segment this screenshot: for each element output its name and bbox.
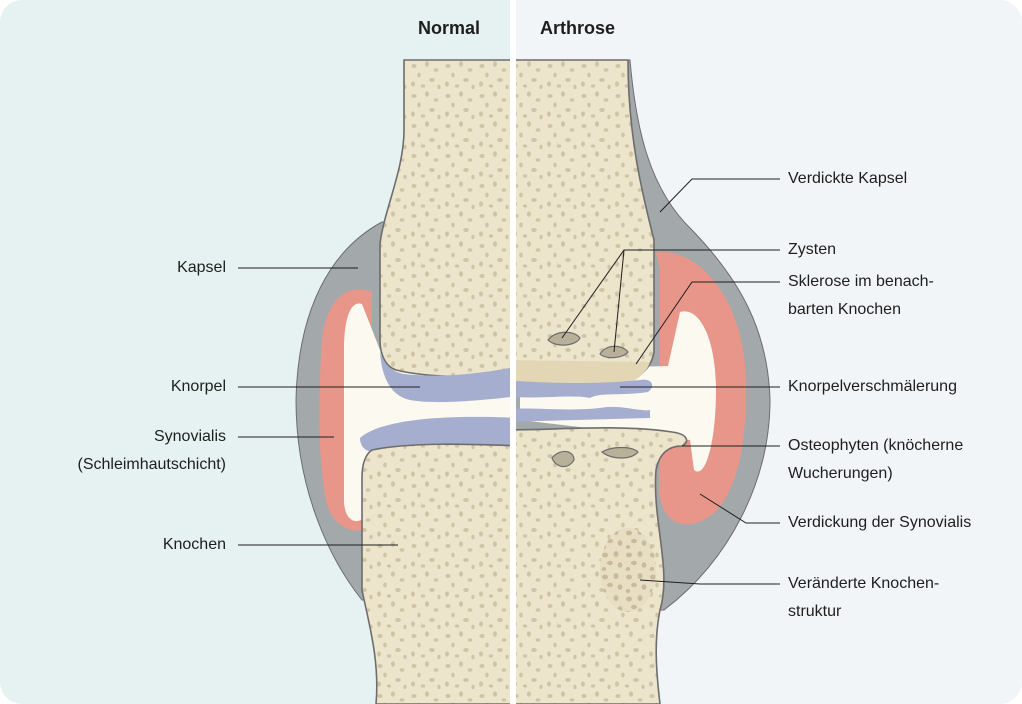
label-knorpel: Knorpel (100, 374, 226, 400)
label-veraenderte-knochenstruktur: Veränderte Knochen- (788, 571, 939, 597)
label-osteophyten-2: Wucherungen) (788, 461, 893, 487)
label-osteophyten: Osteophyten (knöcherne (788, 433, 963, 459)
label-verdickte-kapsel: Verdickte Kapsel (788, 166, 907, 192)
label-kapsel: Kapsel (100, 255, 226, 281)
header-arthrose: Arthrose (540, 18, 615, 39)
label-sklerose-2: barten Knochen (788, 297, 901, 323)
label-synovialis: Synovialis (20, 424, 226, 450)
lower-bone-normal (362, 444, 520, 704)
panel-divider (510, 0, 516, 704)
label-verdickung-synovialis: Verdickung der Synovialis (788, 510, 971, 536)
label-veraenderte-knochenstruktur-2: struktur (788, 599, 841, 625)
label-sklerose: Sklerose im benach- (788, 269, 934, 295)
label-knorpelverschmaelerung: Knorpelverschmälerung (788, 374, 957, 400)
label-knochen: Knochen (100, 532, 226, 558)
header-normal: Normal (418, 18, 480, 39)
label-zysten: Zysten (788, 237, 836, 263)
label-synovialis-sub: (Schleimhautschicht) (20, 452, 226, 478)
changed-bone-structure (600, 528, 656, 612)
